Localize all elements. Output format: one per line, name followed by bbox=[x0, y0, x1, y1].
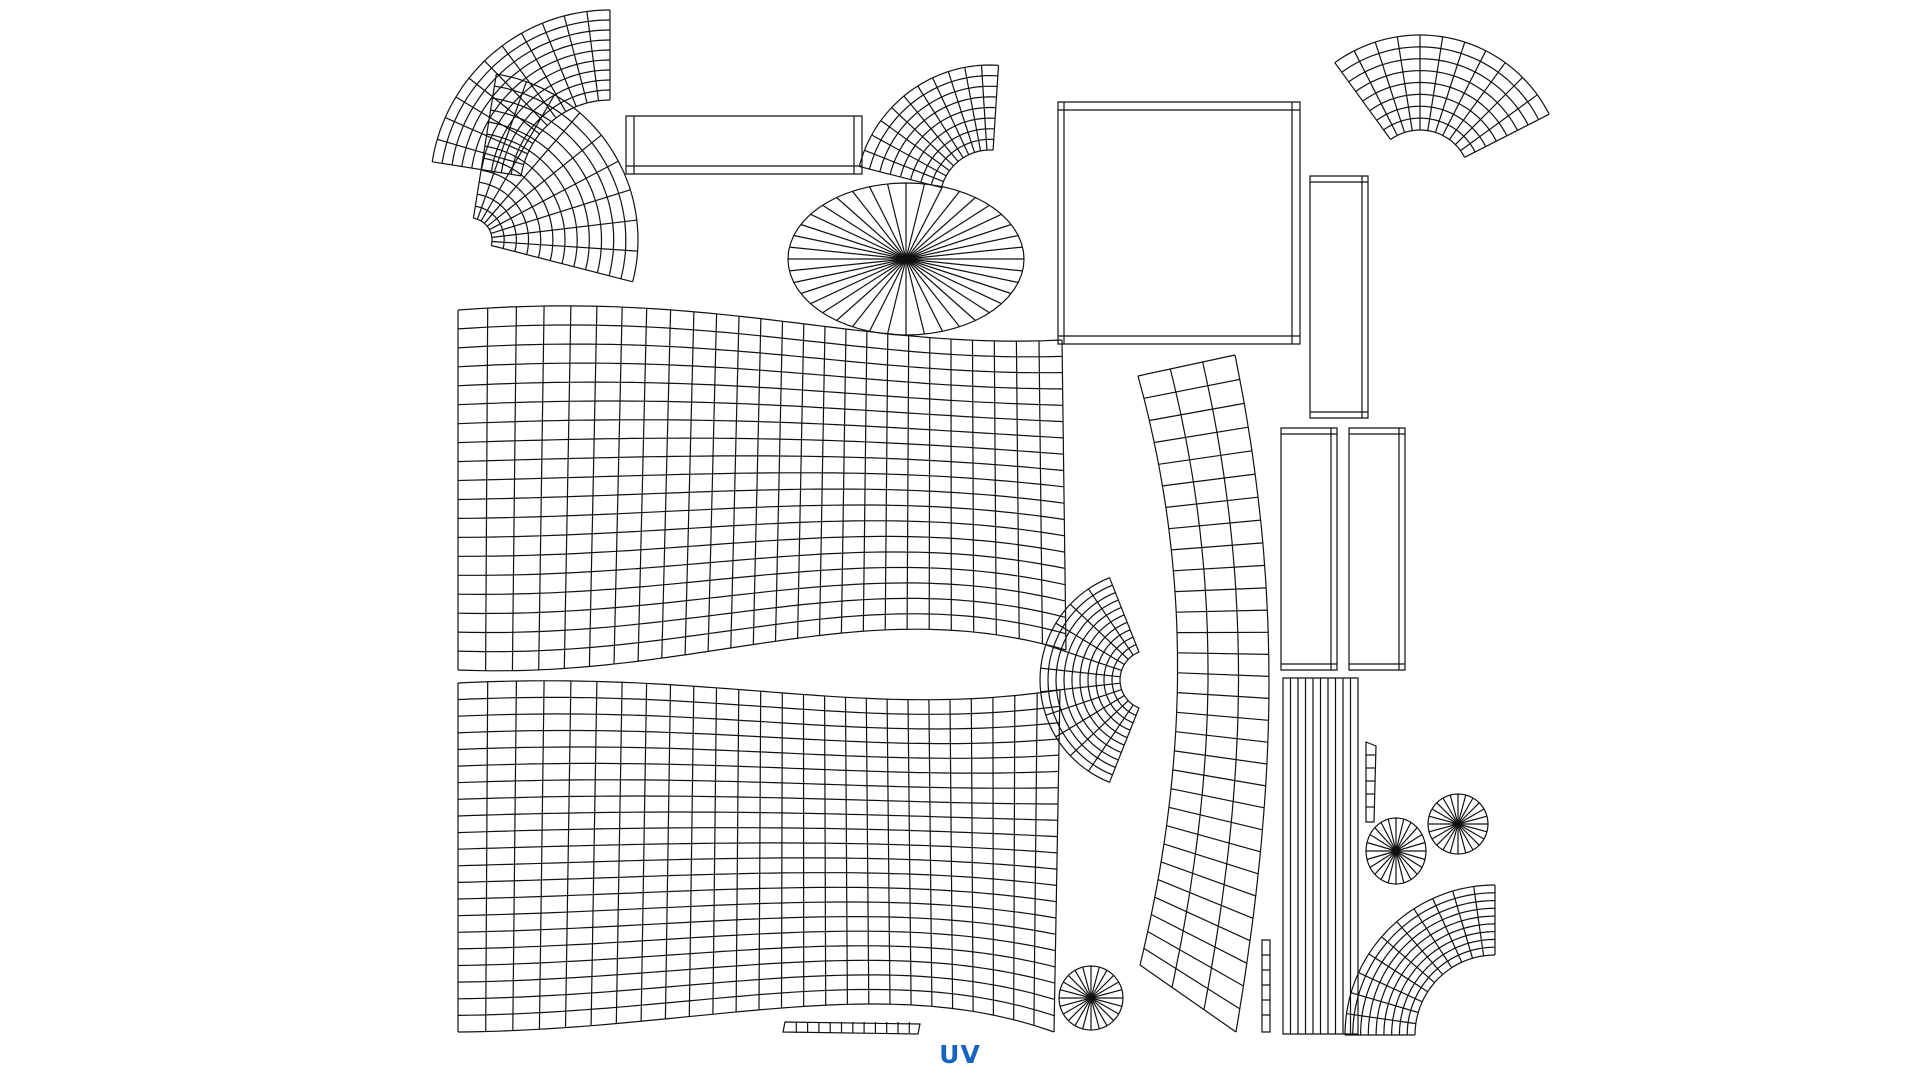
corner-patch-bottom-right bbox=[1344, 884, 1496, 1036]
back-panel-square bbox=[1057, 101, 1301, 345]
armhole-patch bbox=[1039, 577, 1140, 783]
striped-strip bbox=[1282, 677, 1359, 1035]
sliver-right bbox=[1365, 741, 1377, 823]
uv-caption: UV bbox=[939, 1040, 981, 1069]
collar-strip-top bbox=[625, 115, 863, 175]
side-strip-right bbox=[1309, 175, 1369, 419]
radial-disc-small bbox=[1058, 965, 1124, 1031]
sliver-bottom bbox=[782, 1021, 921, 1035]
oval-radial-patch bbox=[787, 182, 1025, 336]
radial-disc-a bbox=[1365, 817, 1427, 885]
vertical-strip-a bbox=[1280, 427, 1338, 671]
upper-body-panel bbox=[457, 305, 1067, 672]
waistband-arc bbox=[1137, 354, 1270, 1033]
sleeve-patch-top-right bbox=[1334, 34, 1550, 158]
lower-body-panel bbox=[457, 680, 1061, 1033]
sliver-mid bbox=[1261, 939, 1271, 1033]
yoke-patch-left bbox=[472, 73, 639, 283]
radial-disc-b bbox=[1427, 793, 1489, 855]
sleeve-patch-top-center bbox=[858, 64, 1000, 189]
vertical-strip-b bbox=[1348, 427, 1406, 671]
